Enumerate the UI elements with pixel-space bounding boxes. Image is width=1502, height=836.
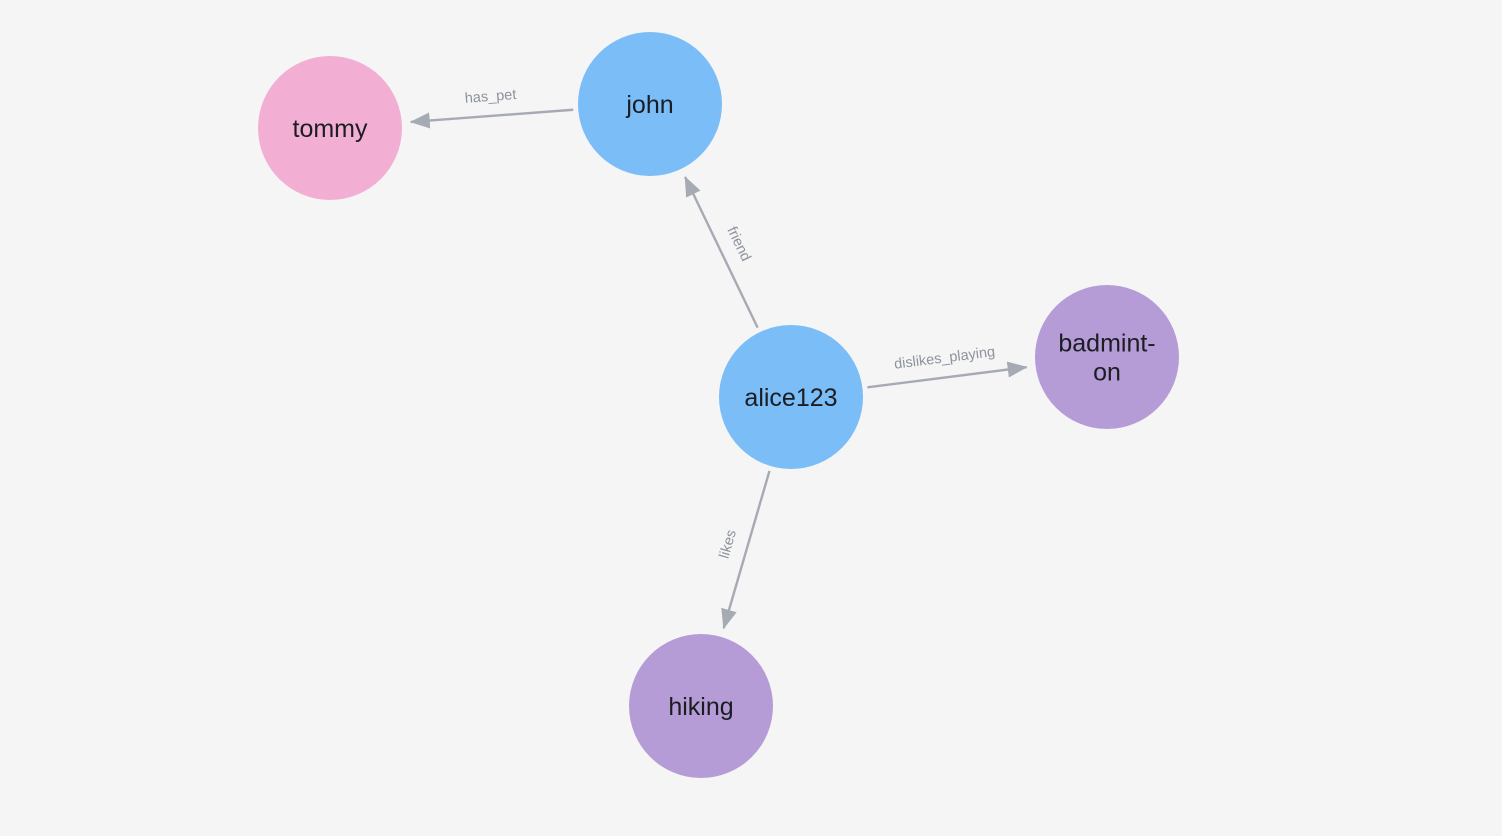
edge-alice123-hiking[interactable]: likes [717, 470, 771, 630]
node-circle-john[interactable] [578, 32, 722, 176]
node-circle-badminton[interactable] [1035, 285, 1179, 429]
node-circle-alice123[interactable] [719, 325, 863, 469]
edge-line-dislikes_playing[interactable] [867, 361, 1028, 389]
node-alice123[interactable]: alice123 [719, 325, 863, 469]
edge-john-tommy[interactable]: has_pet [409, 87, 574, 129]
node-hiking[interactable]: hiking [629, 634, 773, 778]
edge-label-friend: friend [723, 224, 753, 264]
edge-label-likes: likes [717, 528, 740, 560]
node-badminton[interactable]: badmint-on [1035, 285, 1179, 429]
node-tommy[interactable]: tommy [258, 56, 402, 200]
node-circle-hiking[interactable] [629, 634, 773, 778]
edge-line-has_pet[interactable] [409, 108, 574, 129]
edge-alice123-badminton[interactable]: dislikes_playing [867, 344, 1028, 389]
edge-label-has_pet: has_pet [464, 87, 517, 107]
edge-line-friend[interactable] [684, 176, 759, 329]
edge-line-likes[interactable] [721, 470, 771, 630]
edge-label-dislikes_playing: dislikes_playing [893, 344, 996, 373]
node-circle-tommy[interactable] [258, 56, 402, 200]
node-john[interactable]: john [578, 32, 722, 176]
edge-alice123-john[interactable]: friend [684, 176, 759, 329]
